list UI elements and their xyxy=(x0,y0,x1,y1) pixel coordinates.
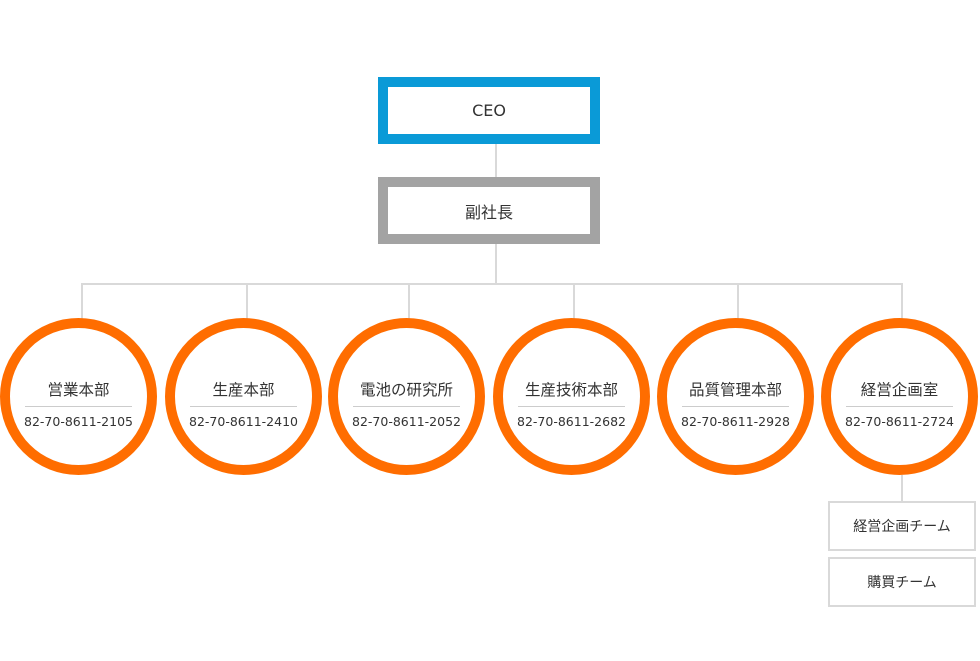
department-divider xyxy=(518,406,625,407)
department-node-quality-management: 品質管理本部 82-70-8611-2928 xyxy=(657,318,814,475)
department-node-management-planning: 経営企画室 82-70-8611-2724 xyxy=(821,318,978,475)
ceo-node: CEO xyxy=(378,77,600,144)
connector-dept-4 xyxy=(573,283,575,319)
connector-dept-1 xyxy=(81,283,83,319)
department-divider xyxy=(190,406,297,407)
department-name: 生産本部 xyxy=(212,381,275,399)
department-node-battery-research: 電池の研究所 82-70-8611-2052 xyxy=(328,318,485,475)
department-name: 品質管理本部 xyxy=(688,381,782,399)
department-name: 生産技術本部 xyxy=(524,381,618,399)
department-node-sales: 営業本部 82-70-8611-2105 xyxy=(0,318,157,475)
department-node-production-engineering: 生産技術本部 82-70-8611-2682 xyxy=(493,318,650,475)
team-node-management-planning: 経営企画チーム xyxy=(828,501,976,551)
vice-president-node: 副社長 xyxy=(378,177,600,244)
ceo-label: CEO xyxy=(472,101,506,120)
team-name: 購買チーム xyxy=(867,575,937,591)
department-divider xyxy=(846,406,953,407)
department-divider xyxy=(682,406,789,407)
connector-dept-5 xyxy=(737,283,739,319)
connector-dept6-teams xyxy=(901,475,903,501)
department-phone: 82-70-8611-2682 xyxy=(517,414,626,429)
department-name: 電池の研究所 xyxy=(359,381,453,399)
department-phone: 82-70-8611-2105 xyxy=(24,414,133,429)
connector-vp-bus xyxy=(495,244,497,284)
department-phone: 82-70-8611-2052 xyxy=(352,414,461,429)
department-divider xyxy=(25,406,132,407)
department-phone: 82-70-8611-2928 xyxy=(681,414,790,429)
vice-president-label: 副社長 xyxy=(464,202,513,222)
team-name: 経営企画チーム xyxy=(853,519,951,535)
department-name: 営業本部 xyxy=(47,381,110,399)
department-phone: 82-70-8611-2410 xyxy=(189,414,298,429)
department-node-production: 生産本部 82-70-8611-2410 xyxy=(165,318,322,475)
department-divider xyxy=(353,406,460,407)
team-node-purchasing: 購買チーム xyxy=(828,557,976,607)
connector-horizontal-bus xyxy=(81,283,903,285)
department-phone: 82-70-8611-2724 xyxy=(845,414,954,429)
connector-ceo-vp xyxy=(495,144,497,177)
connector-dept-2 xyxy=(246,283,248,319)
connector-dept-3 xyxy=(408,283,410,319)
connector-dept-6 xyxy=(901,283,903,319)
department-name: 経営企画室 xyxy=(860,381,939,399)
